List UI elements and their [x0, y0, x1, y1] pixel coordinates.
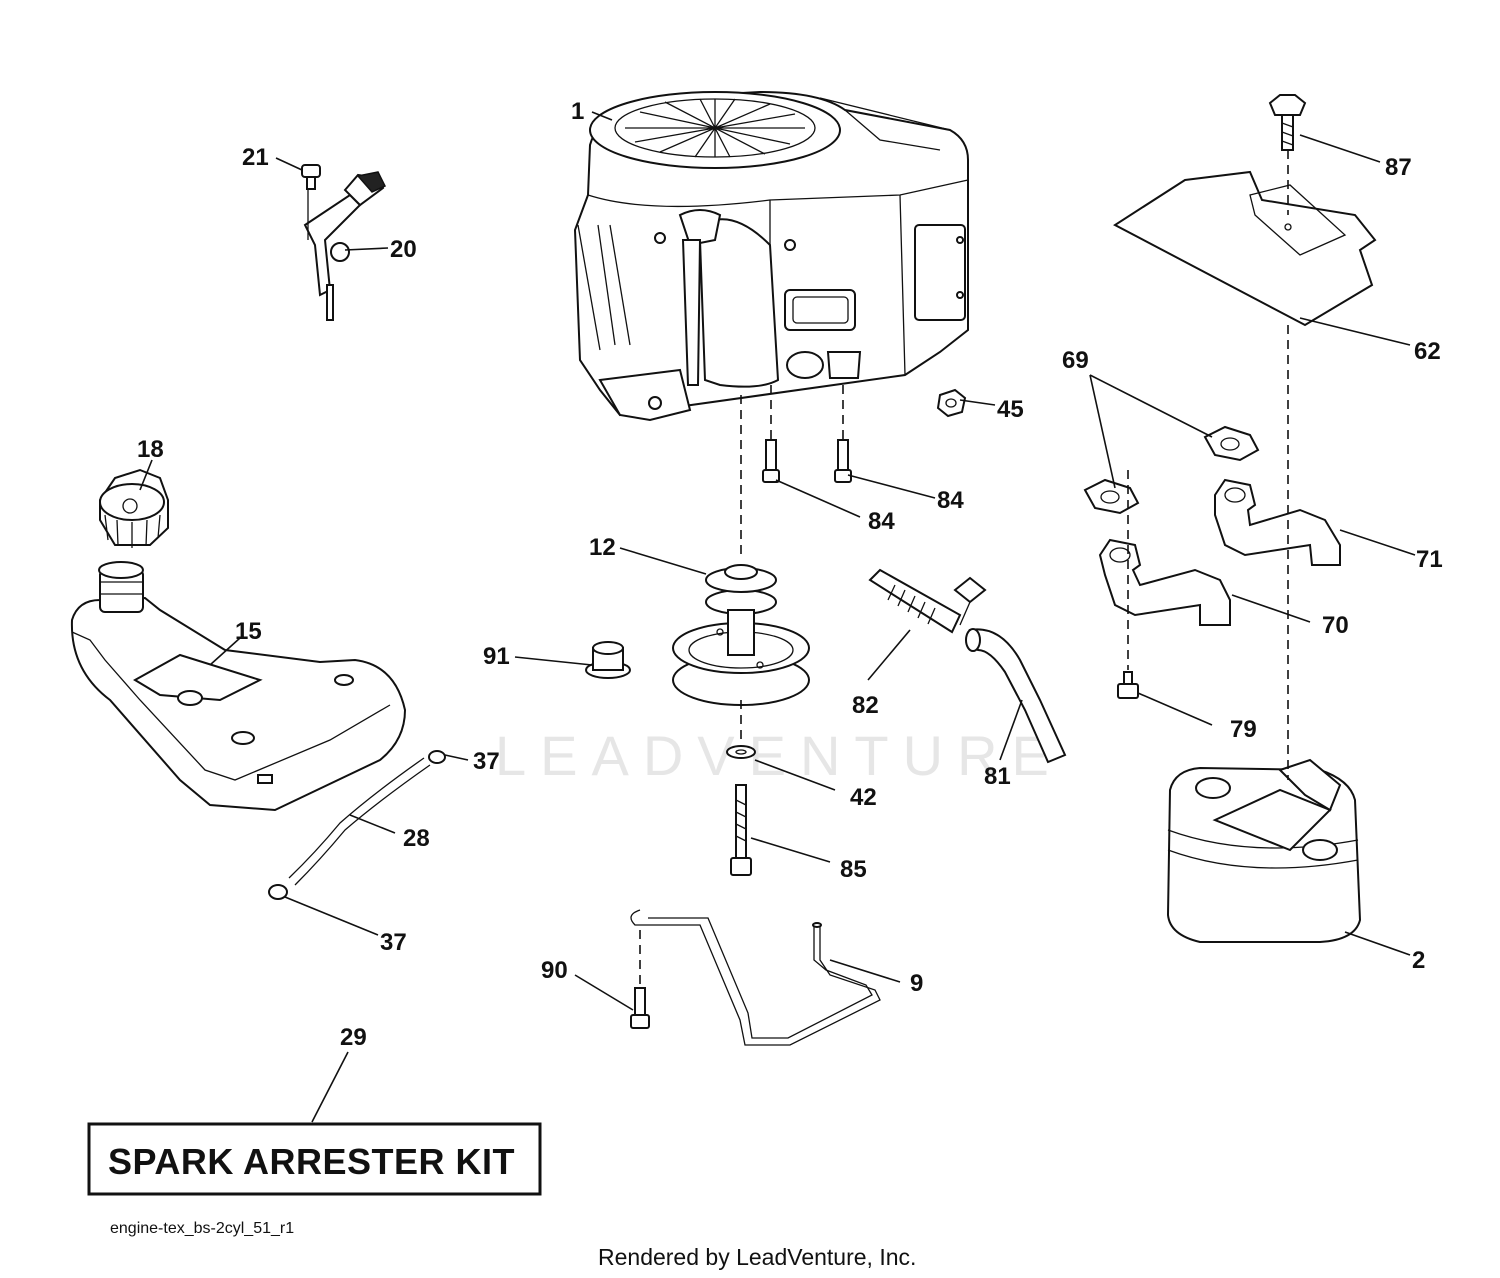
- callout-70: 70: [1322, 612, 1349, 639]
- callout-84a: 84: [868, 508, 895, 535]
- callout-62: 62: [1414, 338, 1441, 365]
- bushing-91-part[interactable]: [585, 641, 631, 679]
- callout-90: 90: [541, 957, 568, 984]
- heat-shield-62-part[interactable]: [1113, 170, 1377, 327]
- exhaust-pipe-70-part[interactable]: [1098, 538, 1231, 626]
- bolt-21-part[interactable]: [301, 164, 321, 190]
- callout-29: 29: [340, 1024, 367, 1051]
- callout-1: 1: [571, 98, 584, 125]
- hose-clamp-37b-part[interactable]: [268, 884, 288, 900]
- bolt-84a-part[interactable]: [762, 439, 780, 483]
- bolt-79-part[interactable]: [1117, 671, 1139, 699]
- callout-79: 79: [1230, 716, 1257, 743]
- exhaust-pipe-71-part[interactable]: [1214, 478, 1341, 566]
- fuel-filter-82-part[interactable]: [868, 568, 987, 634]
- callout-81: 81: [984, 763, 1011, 790]
- spark-arrester-kit-29[interactable]: SPARK ARRESTER KIT: [87, 1122, 542, 1196]
- callout-21: 21: [242, 144, 269, 171]
- callout-15: 15: [235, 618, 262, 645]
- callout-labels: 1 21 20 87 62 69 71 70 79 2 45 84 84 12 …: [137, 98, 1443, 1051]
- throttle-control-20-part[interactable]: [303, 171, 387, 321]
- callout-9: 9: [910, 970, 923, 997]
- gasket-69b-part[interactable]: [1083, 478, 1140, 515]
- callout-37b: 37: [380, 929, 407, 956]
- engine-part[interactable]: [573, 90, 969, 422]
- fuel-cap-18-part[interactable]: [99, 468, 169, 548]
- drawing-code: engine-tex_bs-2cyl_51_r1: [110, 1220, 294, 1237]
- rod-9-part[interactable]: [630, 909, 881, 1046]
- render-credit: Rendered by LeadVenture, Inc.: [598, 1244, 916, 1270]
- fuel-tank-15-part[interactable]: [70, 561, 407, 812]
- callout-28: 28: [403, 825, 430, 852]
- callout-85: 85: [840, 856, 867, 883]
- main-pulley-part[interactable]: [672, 609, 810, 706]
- assembly-lines: [639, 150, 1289, 988]
- muffler-2-part[interactable]: [1166, 758, 1362, 943]
- nut-45-part[interactable]: [936, 388, 967, 418]
- leader-lines: [139, 111, 1416, 1123]
- callout-71: 71: [1416, 546, 1443, 573]
- hose-81-part[interactable]: [965, 628, 1067, 764]
- callout-20: 20: [390, 236, 417, 263]
- callout-18: 18: [137, 436, 164, 463]
- callout-84b: 84: [937, 487, 964, 514]
- callout-12: 12: [589, 534, 616, 561]
- washer-42-part[interactable]: [726, 745, 756, 759]
- pulley-12-part[interactable]: [705, 564, 777, 615]
- callout-82: 82: [852, 692, 879, 719]
- callout-69: 69: [1062, 347, 1089, 374]
- fuel-line-28-part[interactable]: [288, 757, 431, 886]
- callout-37a: 37: [473, 748, 500, 775]
- callout-42: 42: [850, 784, 877, 811]
- bolt-90-part[interactable]: [630, 987, 650, 1029]
- callout-87: 87: [1385, 154, 1412, 181]
- screw-87-part[interactable]: [1268, 94, 1307, 151]
- watermark: LEADVENTURE: [495, 724, 1063, 787]
- spark-arrester-kit-label: SPARK ARRESTER KIT: [108, 1141, 515, 1182]
- callout-45: 45: [997, 396, 1024, 423]
- gasket-69a-part[interactable]: [1203, 425, 1260, 462]
- bolt-85-part[interactable]: [730, 784, 752, 876]
- hose-clamp-37a-part[interactable]: [428, 750, 446, 764]
- callout-91: 91: [483, 643, 510, 670]
- callout-2: 2: [1412, 947, 1425, 974]
